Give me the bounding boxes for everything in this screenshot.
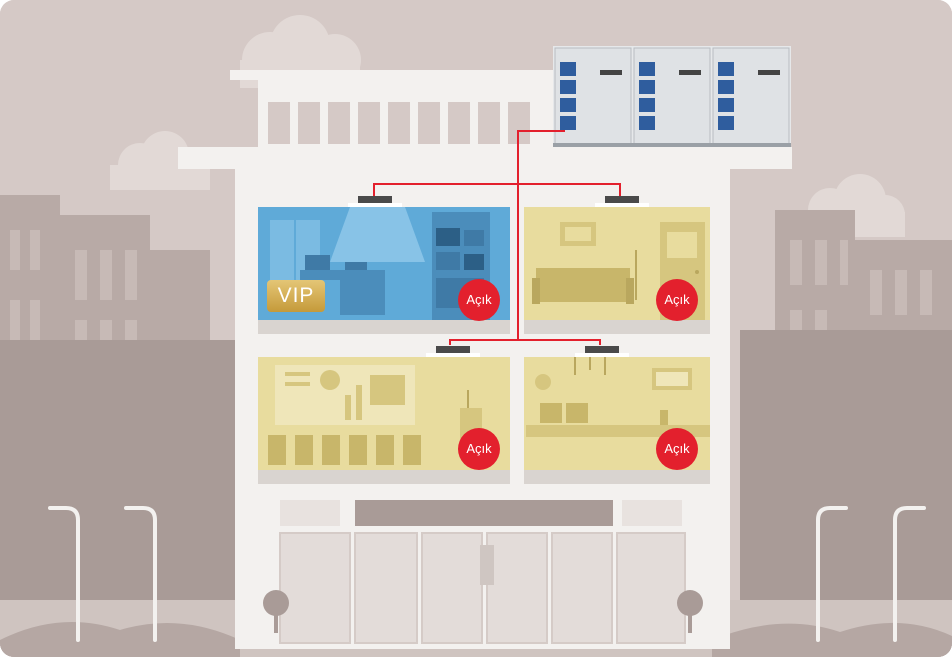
status-badge-lobby[interactable]: Açık (656, 428, 698, 470)
entrance (272, 494, 692, 649)
status-badge-meeting-room[interactable]: Açık (458, 428, 500, 470)
roof-slab (178, 147, 792, 169)
floor-slab (235, 336, 730, 354)
hvac-outdoor-unit-icon (553, 46, 791, 147)
status-badge-vip-office[interactable]: Açık (458, 279, 500, 321)
status-badge-living-room[interactable]: Açık (656, 279, 698, 321)
roof-windows (268, 102, 530, 144)
vip-label: VIP (267, 280, 325, 312)
roof-parapet (230, 70, 560, 80)
